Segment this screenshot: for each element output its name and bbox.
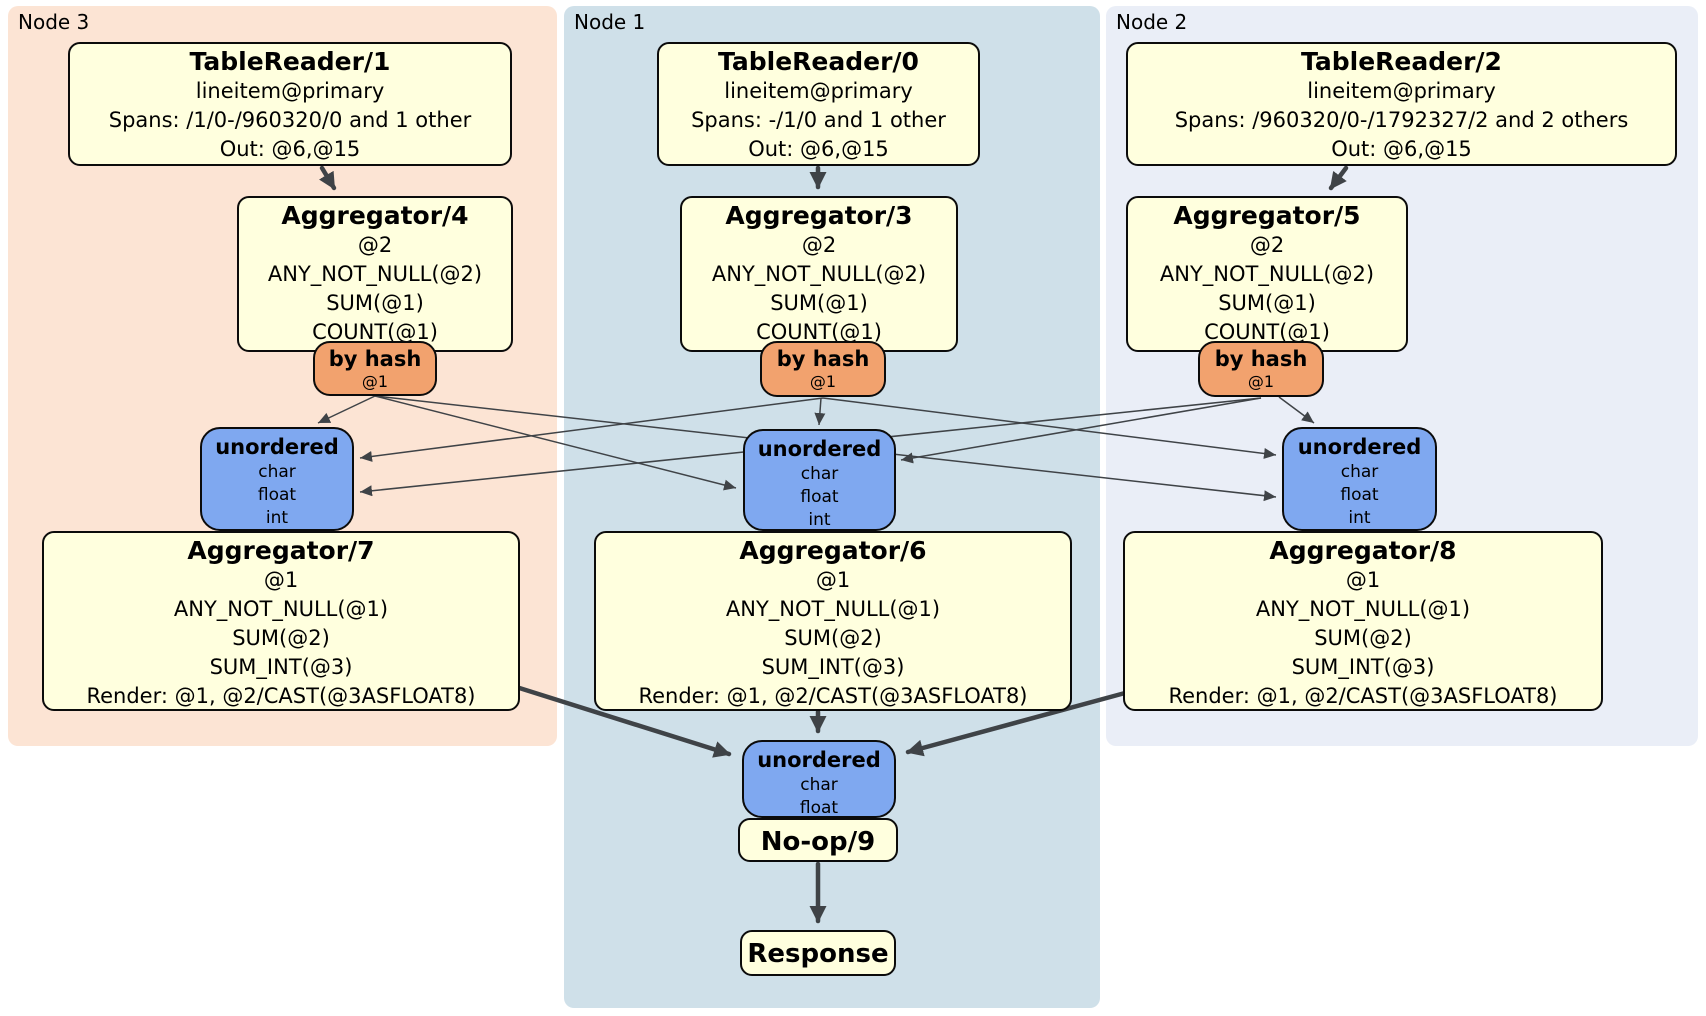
node1-label: Node 1 bbox=[574, 10, 646, 34]
response-box: Response bbox=[740, 930, 896, 976]
router-title: by hash bbox=[776, 347, 870, 371]
agg-line: ANY_NOT_NULL(@2) bbox=[1159, 262, 1375, 286]
processor-title: Aggregator/6 bbox=[739, 536, 927, 565]
sync-title: unordered bbox=[215, 435, 339, 459]
aggregator-8-box: Aggregator/8 @1 ANY_NOT_NULL(@1) SUM(@2)… bbox=[1123, 531, 1603, 711]
agg-line: SUM(@2) bbox=[1314, 626, 1412, 650]
spans-line: Spans: -/1/0 and 1 other bbox=[691, 108, 946, 132]
render-line: Render: @1, @2/CAST(@3ASFLOAT8) bbox=[638, 684, 1028, 708]
agg-line: SUM(@2) bbox=[232, 626, 330, 650]
sync-col: char bbox=[258, 462, 296, 482]
agg-line: @1 bbox=[1345, 568, 1381, 592]
agg-line: @2 bbox=[801, 233, 837, 257]
sync-col: char bbox=[800, 775, 838, 795]
spans-line: Spans: /960320/0-/1792327/2 and 2 others bbox=[1174, 108, 1629, 132]
agg-line: SUM_INT(@3) bbox=[761, 655, 905, 679]
agg-line: COUNT(@1) bbox=[756, 320, 882, 344]
agg-line: @1 bbox=[263, 568, 299, 592]
sync-col: int bbox=[265, 508, 289, 528]
agg-line: SUM_INT(@3) bbox=[1291, 655, 1435, 679]
agg-line: @2 bbox=[1249, 233, 1285, 257]
sync-col: float bbox=[257, 485, 297, 505]
agg-line: SUM(@2) bbox=[784, 626, 882, 650]
index-line: lineitem@primary bbox=[724, 79, 913, 103]
agg-line: COUNT(@1) bbox=[312, 320, 438, 344]
hash-router-node3: by hash @1 bbox=[313, 341, 437, 396]
agg-line: ANY_NOT_NULL(@2) bbox=[267, 262, 483, 286]
processor-title: TableReader/1 bbox=[189, 47, 391, 76]
out-line: Out: @6,@15 bbox=[219, 137, 361, 161]
aggregator-4-box: Aggregator/4 @2 ANY_NOT_NULL(@2) SUM(@1)… bbox=[237, 196, 513, 352]
agg-line: ANY_NOT_NULL(@1) bbox=[173, 597, 389, 621]
table-reader-2-box: TableReader/2 lineitem@primary Spans: /9… bbox=[1126, 42, 1677, 166]
index-line: lineitem@primary bbox=[1307, 79, 1496, 103]
unordered-sync-final: unordered char float bbox=[742, 740, 896, 818]
sync-title: unordered bbox=[1297, 435, 1422, 459]
unordered-sync-node1: unordered char float int bbox=[743, 429, 896, 531]
unordered-sync-node3: unordered char float int bbox=[200, 427, 354, 531]
index-line: lineitem@primary bbox=[195, 79, 385, 103]
router-title: by hash bbox=[1214, 347, 1308, 371]
agg-line: SUM_INT(@3) bbox=[209, 655, 353, 679]
processor-title: Aggregator/8 bbox=[1269, 536, 1457, 565]
sync-title: unordered bbox=[757, 437, 882, 461]
processor-title: Aggregator/5 bbox=[1173, 201, 1361, 230]
sync-col: int bbox=[808, 510, 831, 530]
processor-title: No-op/9 bbox=[760, 827, 876, 857]
sync-col: char bbox=[1340, 462, 1379, 482]
router-detail: @1 bbox=[361, 372, 389, 391]
aggregator-3-box: Aggregator/3 @2 ANY_NOT_NULL(@2) SUM(@1)… bbox=[680, 196, 958, 352]
sync-title: unordered bbox=[757, 748, 881, 772]
table-reader-1-box: TableReader/1 lineitem@primary Spans: /1… bbox=[68, 42, 512, 166]
agg-line: ANY_NOT_NULL(@2) bbox=[711, 262, 927, 286]
hash-router-node2: by hash @1 bbox=[1198, 341, 1324, 397]
node2-label: Node 2 bbox=[1116, 10, 1188, 34]
unordered-sync-node2: unordered char float int bbox=[1282, 427, 1437, 531]
agg-line: SUM(@1) bbox=[1218, 291, 1316, 315]
agg-line: @1 bbox=[815, 568, 851, 592]
render-line: Render: @1, @2/CAST(@3ASFLOAT8) bbox=[1168, 684, 1558, 708]
processor-title: Response bbox=[747, 939, 889, 969]
processor-title: TableReader/2 bbox=[1301, 47, 1502, 76]
aggregator-5-box: Aggregator/5 @2 ANY_NOT_NULL(@2) SUM(@1)… bbox=[1126, 196, 1408, 352]
sync-col: int bbox=[1348, 508, 1371, 528]
aggregator-7-box: Aggregator/7 @1 ANY_NOT_NULL(@1) SUM(@2)… bbox=[42, 531, 520, 711]
agg-line: ANY_NOT_NULL(@1) bbox=[725, 597, 941, 621]
router-title: by hash bbox=[328, 347, 422, 371]
sync-col: float bbox=[1340, 485, 1379, 505]
processor-title: Aggregator/7 bbox=[187, 536, 375, 565]
sync-col: float bbox=[799, 798, 839, 818]
agg-line: COUNT(@1) bbox=[1204, 320, 1330, 344]
processor-title: Aggregator/3 bbox=[725, 201, 913, 230]
noop-box: No-op/9 bbox=[738, 818, 898, 862]
aggregator-6-box: Aggregator/6 @1 ANY_NOT_NULL(@1) SUM(@2)… bbox=[594, 531, 1072, 711]
sync-col: float bbox=[800, 487, 839, 507]
out-line: Out: @6,@15 bbox=[748, 137, 889, 161]
agg-line: SUM(@1) bbox=[770, 291, 868, 315]
table-reader-0-box: TableReader/0 lineitem@primary Spans: -/… bbox=[657, 42, 980, 166]
agg-line: ANY_NOT_NULL(@1) bbox=[1255, 597, 1471, 621]
out-line: Out: @6,@15 bbox=[1331, 137, 1472, 161]
node3-label: Node 3 bbox=[18, 10, 90, 34]
render-line: Render: @1, @2/CAST(@3ASFLOAT8) bbox=[86, 684, 476, 708]
spans-line: Spans: /1/0-/960320/0 and 1 other bbox=[108, 108, 472, 132]
sync-col: char bbox=[800, 464, 839, 484]
agg-line: SUM(@1) bbox=[326, 291, 424, 315]
router-detail: @1 bbox=[1247, 372, 1275, 391]
hash-router-node1: by hash @1 bbox=[760, 341, 886, 397]
processor-title: TableReader/0 bbox=[718, 47, 919, 76]
agg-line: @2 bbox=[357, 233, 393, 257]
processor-title: Aggregator/4 bbox=[281, 201, 469, 230]
router-detail: @1 bbox=[809, 372, 837, 391]
